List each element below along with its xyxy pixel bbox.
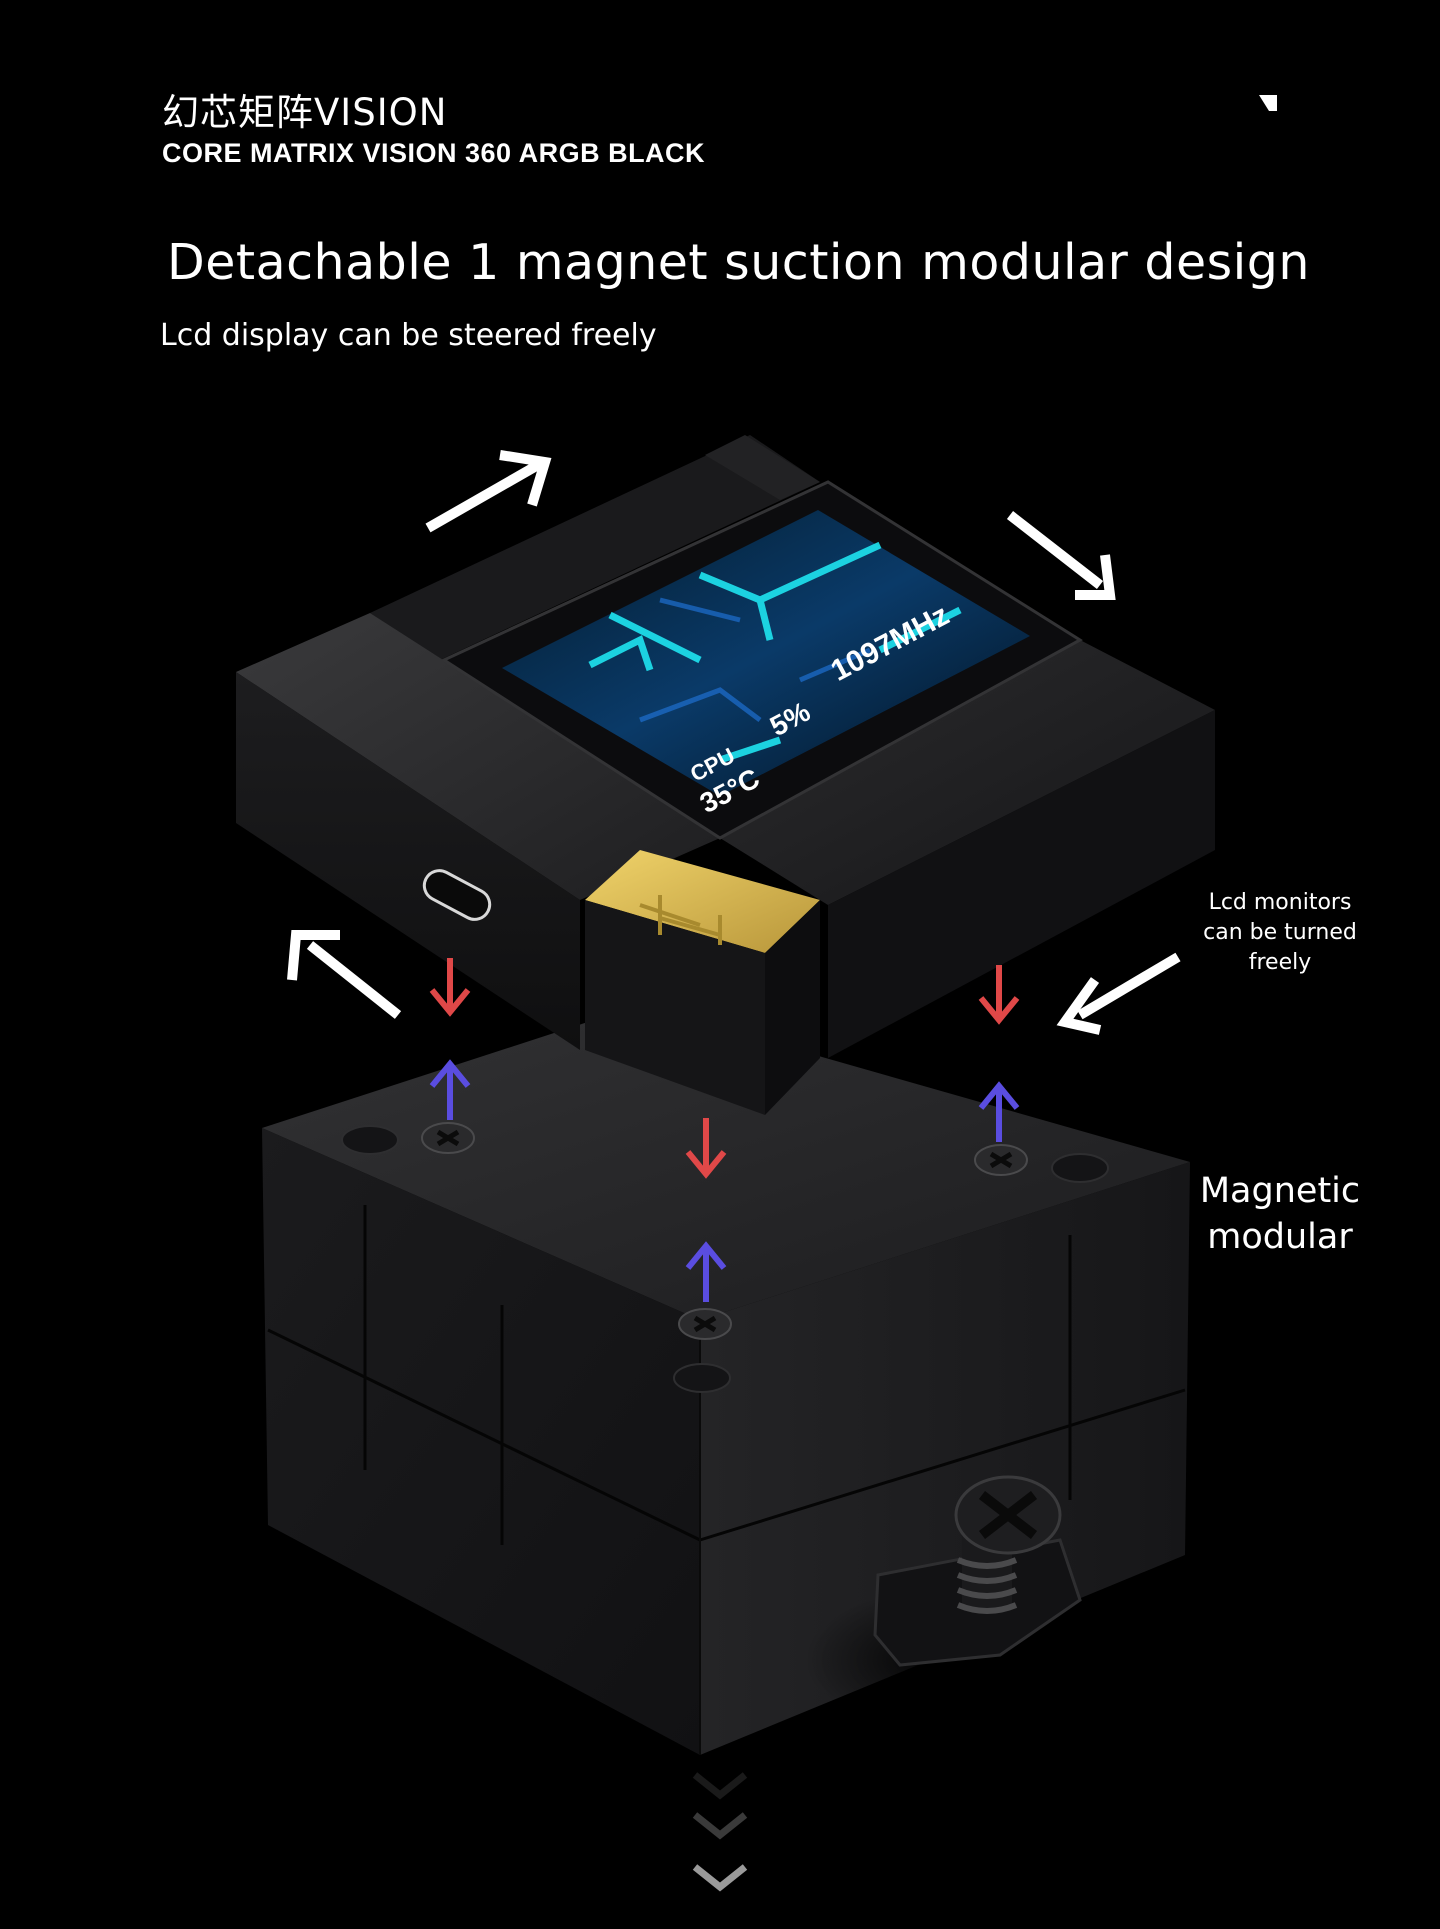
lcd-note-line: can be turned — [1203, 920, 1357, 945]
rotate-arrow-icon — [287, 930, 402, 1019]
magnetic-note-line: Magnetic — [1199, 1171, 1361, 1211]
magnetic-modular-note: Magnetic modular — [1160, 1168, 1400, 1260]
top-module — [236, 435, 1215, 1115]
rotate-arrow-icon — [1056, 952, 1181, 1035]
scroll-down-chevron-icon — [692, 1772, 748, 1892]
screw-icon — [974, 1144, 1028, 1176]
lcd-note-line: freely — [1248, 950, 1312, 975]
screw-icon — [678, 1308, 732, 1340]
rotate-arrow-icon — [1006, 511, 1116, 600]
rotate-arrow-icon — [425, 450, 552, 533]
magnet-down-arrow-icon — [429, 958, 471, 1017]
lcd-rotation-note: Lcd monitors can be turned freely — [1180, 888, 1380, 978]
screw-icon — [421, 1122, 475, 1154]
magnet-up-arrow-icon — [429, 1059, 471, 1120]
gold-logo-button — [585, 850, 820, 1115]
magnetic-note-line: modular — [1207, 1217, 1353, 1257]
lcd-note-line: Lcd monitors — [1208, 890, 1352, 915]
headline: Detachable 1 magnet suction modular desi… — [167, 234, 1310, 291]
spring-screw — [954, 1475, 1062, 1614]
usb-c-port-icon — [422, 869, 492, 921]
magnet-up-arrow-icon — [685, 1241, 727, 1302]
magnet-down-arrow-icon — [685, 1118, 727, 1179]
corner-mark-icon — [1259, 95, 1277, 111]
base-module — [262, 1005, 1190, 1755]
product-model: CORE MATRIX VISION 360 ARGB BLACK — [162, 138, 706, 168]
lcd-screen — [502, 510, 1030, 796]
magnet-up-arrow-icon — [978, 1081, 1020, 1142]
brand-title-cn: 幻芯矩阵VISION — [162, 91, 448, 134]
subline: Lcd display can be steered freely — [160, 318, 657, 353]
magnet-down-arrow-icon — [978, 965, 1020, 1025]
